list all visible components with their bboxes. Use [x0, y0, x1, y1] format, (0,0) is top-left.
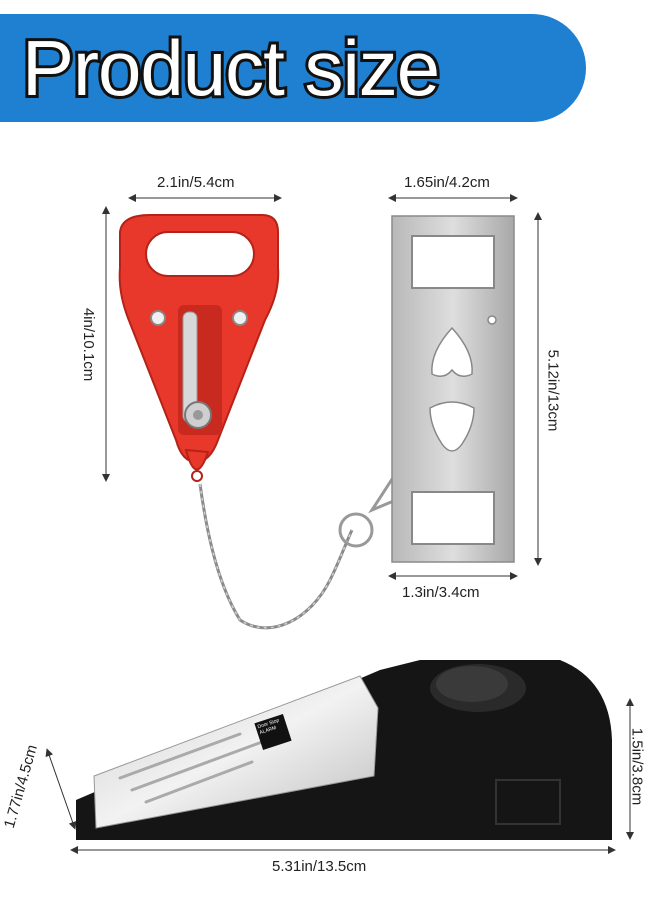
- page-title: Product size: [19, 24, 443, 112]
- latch-height-label: 4in/10.1cm: [80, 307, 98, 382]
- chain: [198, 462, 414, 630]
- plate-width-top-label: 1.65in/4.2cm: [404, 174, 490, 191]
- strike-plate: [391, 215, 515, 563]
- door-stop-wedge: [76, 660, 612, 840]
- door-latch: [118, 214, 280, 482]
- wedge-length-label: 5.31in/13.5cm: [272, 858, 367, 875]
- wedge-height-label: 1.5in/3.8cm: [628, 727, 646, 806]
- plate-width-bottom-label: 1.3in/3.4cm: [402, 584, 480, 601]
- dimension-lines: [45, 194, 634, 854]
- plate-height-label: 5.12in/13cm: [544, 349, 562, 432]
- latch-width-label: 2.1in/5.4cm: [157, 174, 235, 191]
- title-banner: Product size: [0, 14, 586, 122]
